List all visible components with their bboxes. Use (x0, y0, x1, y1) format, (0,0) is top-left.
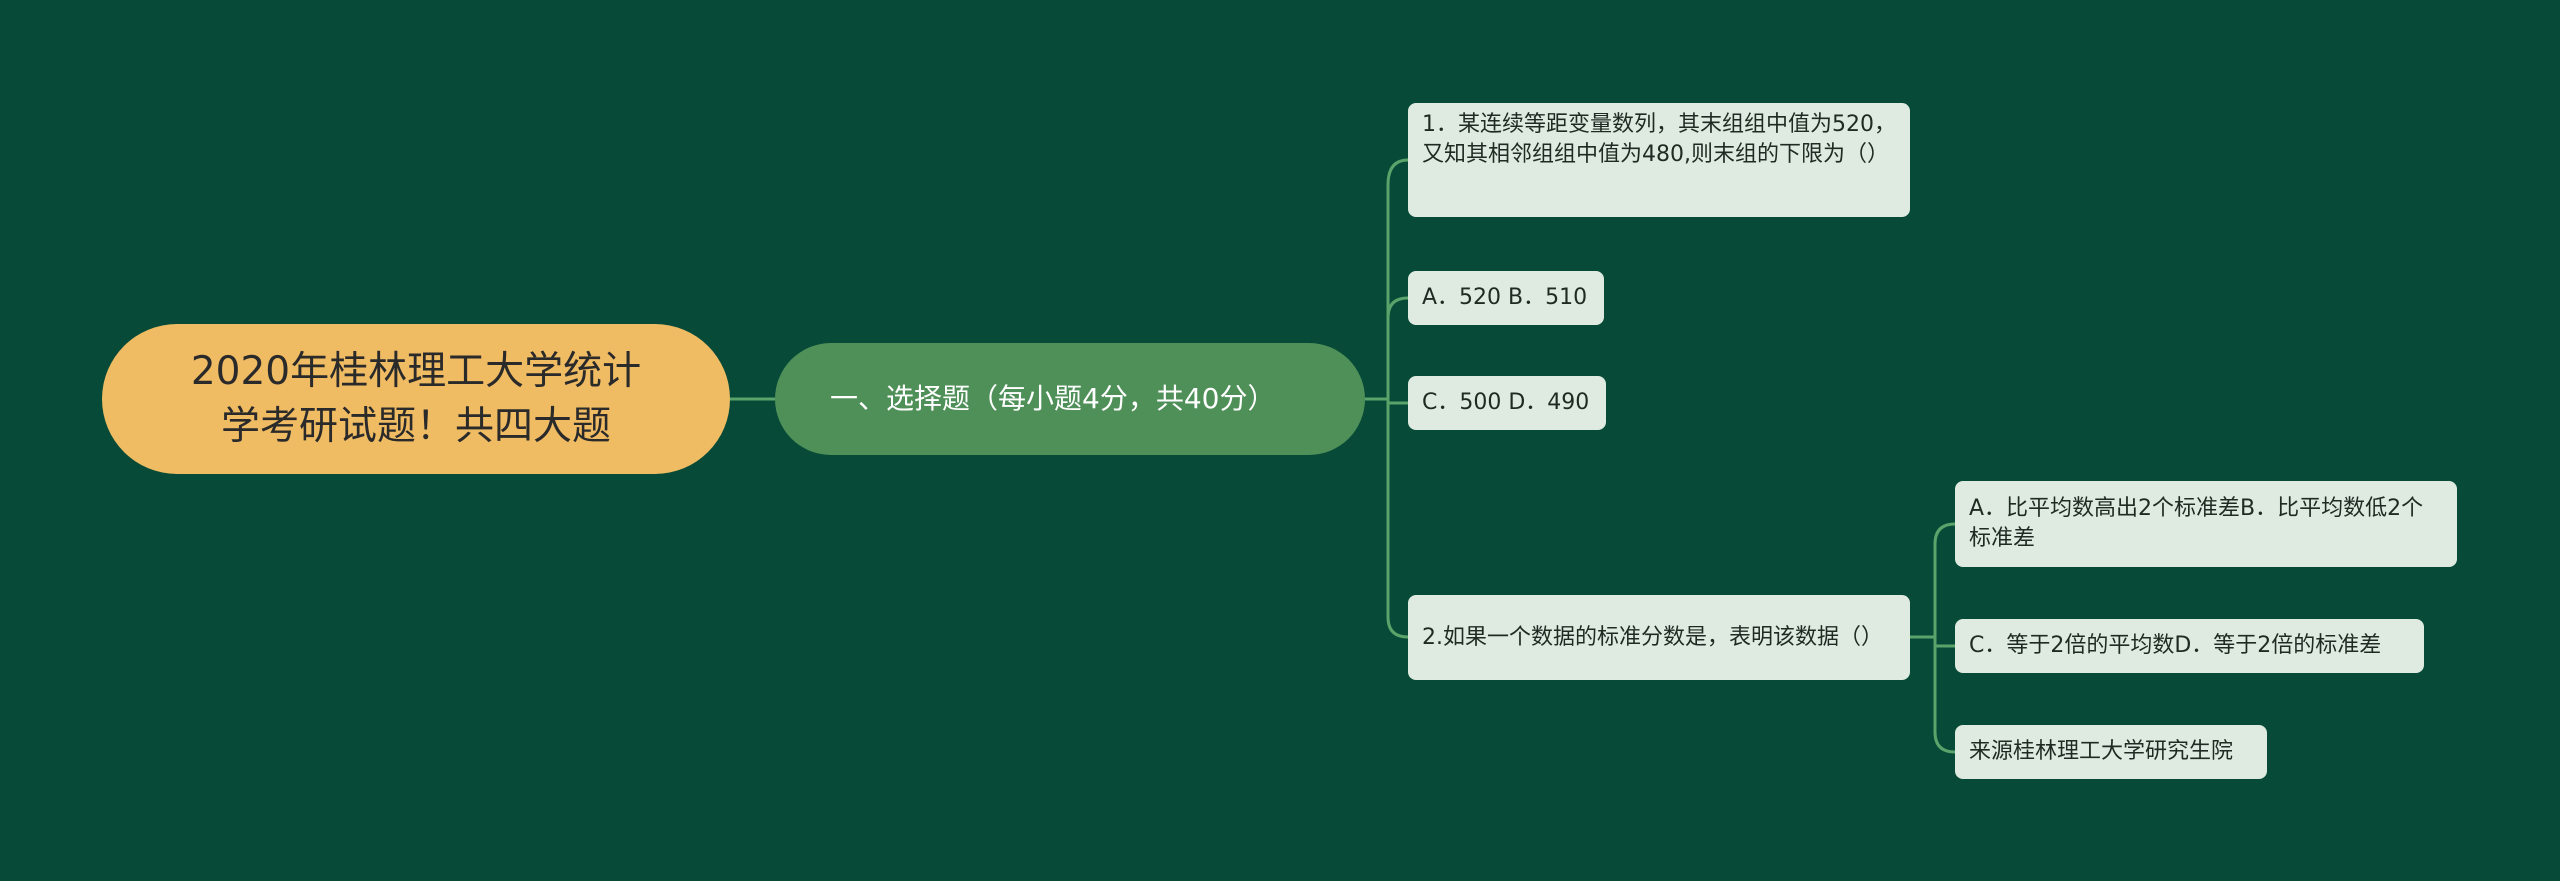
question2-option-ab-node[interactable]: A．比平均数高出2个标准差B．比平均数低2个标准差 (1955, 481, 2457, 567)
branch-multiple-choice-text: 一、选择题（每小题4分，共40分） (830, 382, 1276, 415)
question2-source-node[interactable]: 来源桂林理工大学研究生院 (1955, 725, 2267, 779)
question2-option-cd-text: C．等于2倍的平均数D．等于2倍的标准差 (1969, 633, 2382, 658)
question2-source-text: 来源桂林理工大学研究生院 (1969, 739, 2234, 764)
question2-node[interactable]: 2.如果一个数据的标准分数是，表明该数据（） (1408, 595, 1910, 680)
question2-option-ab-text: A．比平均数高出2个标准差B．比平均数低2个标准差 (1969, 496, 2424, 551)
question1-text: 1．某连续等距变量数列，其末组组中值为520，又知其相邻组组中值为480,则末组… (1422, 112, 1896, 167)
branch-multiple-choice[interactable]: 一、选择题（每小题4分，共40分） (775, 343, 1365, 455)
connector-to-options-ab (1386, 296, 1409, 399)
root-topic[interactable]: 2020年桂林理工大学统计学考研试题！共四大题 (102, 324, 730, 474)
question1-options-ab-text: A．520 B．510 (1422, 285, 1588, 310)
question2-option-cd-node[interactable]: C．等于2倍的平均数D．等于2倍的标准差 (1955, 619, 2424, 673)
question1-options-ab-node[interactable]: A．520 B．510 (1408, 271, 1604, 325)
connector-to-question2 (1386, 399, 1409, 639)
connector-to-question1 (1386, 158, 1409, 399)
question1-node[interactable]: 1．某连续等距变量数列，其末组组中值为520，又知其相邻组组中值为480,则末组… (1408, 103, 1910, 217)
root-topic-text: 2020年桂林理工大学统计学考研试题！共四大题 (190, 349, 642, 449)
question1-options-cd-text: C．500 D．490 (1422, 390, 1590, 415)
connector-to-q2-option-ab (1933, 522, 1956, 637)
question1-options-cd-node[interactable]: C．500 D．490 (1408, 376, 1606, 430)
connector-to-q2-source (1933, 637, 1956, 754)
question2-text: 2.如果一个数据的标准分数是，表明该数据（） (1422, 624, 1883, 650)
